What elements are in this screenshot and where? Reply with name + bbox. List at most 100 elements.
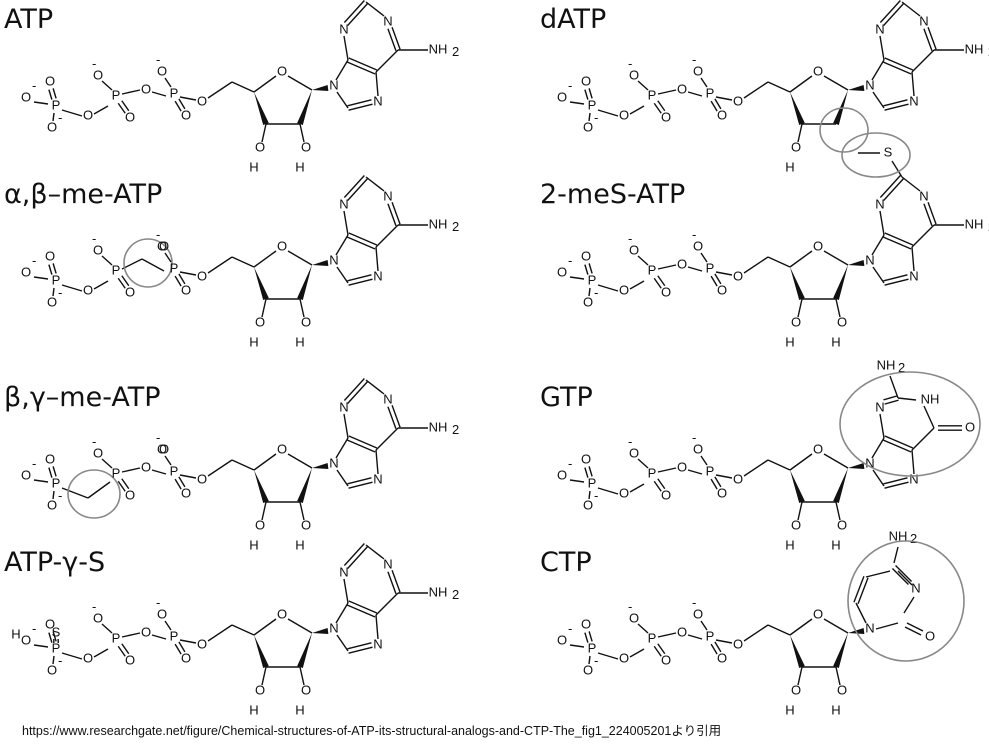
double-bond <box>48 632 53 643</box>
nitrogen-atom: N <box>865 620 874 635</box>
double-bond <box>883 99 908 107</box>
highlight-circle <box>819 107 869 153</box>
ring-oxygen-atom: O <box>277 238 287 253</box>
double-bond <box>347 3 369 26</box>
nitrogen-atom: N <box>383 13 392 28</box>
double-bond <box>714 273 722 285</box>
oxygen-atom: O <box>301 314 311 329</box>
oxygen-atom: O <box>581 616 591 631</box>
oxygen-atom: O <box>837 314 847 329</box>
double-bond <box>882 236 912 250</box>
bond <box>789 250 813 268</box>
oxygen-atom: O <box>47 294 57 309</box>
double-bond <box>714 476 722 488</box>
bond <box>901 176 921 192</box>
subscript-2: 2 <box>452 44 459 59</box>
double-bond <box>391 202 401 225</box>
phosphorus-atom: P <box>648 87 657 102</box>
bond <box>343 578 349 604</box>
oxygen-atom: O <box>581 451 591 466</box>
double-bond <box>346 236 376 250</box>
charge-label: - <box>568 621 572 636</box>
bond <box>101 80 113 91</box>
molecule-title: 2-meS-ATP <box>540 179 685 210</box>
bond <box>231 624 255 636</box>
bond <box>52 287 55 297</box>
phosphorus-atom: P <box>706 260 715 275</box>
bond <box>687 266 703 272</box>
bond <box>151 469 167 475</box>
bond <box>375 224 399 248</box>
bond <box>61 284 83 292</box>
double-bond <box>584 89 589 100</box>
bond <box>375 49 399 73</box>
oxygen-atom: O <box>557 264 567 279</box>
ring-oxygen-atom: O <box>813 63 823 78</box>
bond <box>287 250 313 266</box>
oxygen-atom: O <box>677 624 687 639</box>
bond <box>336 634 349 652</box>
highlight-circle <box>847 540 965 662</box>
nitrogen-atom: N <box>919 13 928 28</box>
oxygen-atom: O <box>157 441 167 456</box>
sulfur-atom: S <box>884 144 893 159</box>
hydrogen-atom: H <box>249 702 258 717</box>
bond <box>253 75 277 93</box>
amino-group: NH <box>877 357 896 372</box>
bond <box>343 210 349 236</box>
hydrogen-atom: H <box>295 334 304 349</box>
bond <box>889 375 899 399</box>
bond <box>151 634 167 640</box>
bond <box>767 256 791 268</box>
bond <box>179 639 197 644</box>
amino-group: NH <box>429 41 448 56</box>
bond <box>336 266 349 284</box>
bond <box>569 276 585 280</box>
nitrogen-atom: N <box>875 399 884 414</box>
double-bond <box>710 275 718 287</box>
phosphorus-atom: P <box>588 97 597 112</box>
double-bond <box>653 645 662 657</box>
double-bond <box>346 439 376 453</box>
source-citation: https://www.researchgate.net/figure/Chem… <box>22 724 722 738</box>
double-bond <box>927 202 937 225</box>
charge-label: - <box>692 52 696 67</box>
bond <box>299 298 305 318</box>
double-bond <box>343 543 365 566</box>
bond <box>767 624 791 636</box>
hydrogen-atom: H <box>249 159 258 174</box>
amino-group: NH <box>429 584 448 599</box>
bond <box>287 618 313 634</box>
bond <box>865 570 891 578</box>
double-bond <box>588 263 593 274</box>
wedge-bond <box>297 265 312 300</box>
bond <box>871 234 885 256</box>
charge-label: - <box>156 430 160 445</box>
oxygen-atom: O <box>255 682 265 697</box>
oxygen-atom: O <box>791 314 801 329</box>
bond <box>588 655 591 665</box>
wedge-bond <box>312 260 329 266</box>
double-bond <box>52 88 57 99</box>
charge-label: - <box>58 488 62 503</box>
amino-group: NH <box>889 528 908 543</box>
double-bond <box>174 275 182 287</box>
double-bond <box>347 178 369 201</box>
bond <box>879 35 885 61</box>
oxygen-atom: O <box>47 662 57 677</box>
bond <box>164 252 172 263</box>
oxygen-atom: O <box>47 497 57 512</box>
sulfur-atom: S <box>52 624 61 639</box>
hydrogen-atom: H <box>831 334 840 349</box>
oxygen-atom: O <box>83 282 93 297</box>
wedge-bond <box>848 463 865 469</box>
bond <box>715 474 733 479</box>
double-bond <box>178 641 186 653</box>
double-bond <box>588 631 593 642</box>
phosphorus-atom: P <box>52 272 61 287</box>
nitrogen-atom: N <box>865 252 874 267</box>
double-bond <box>348 232 378 246</box>
double-bond <box>174 100 182 112</box>
bond <box>629 483 645 493</box>
